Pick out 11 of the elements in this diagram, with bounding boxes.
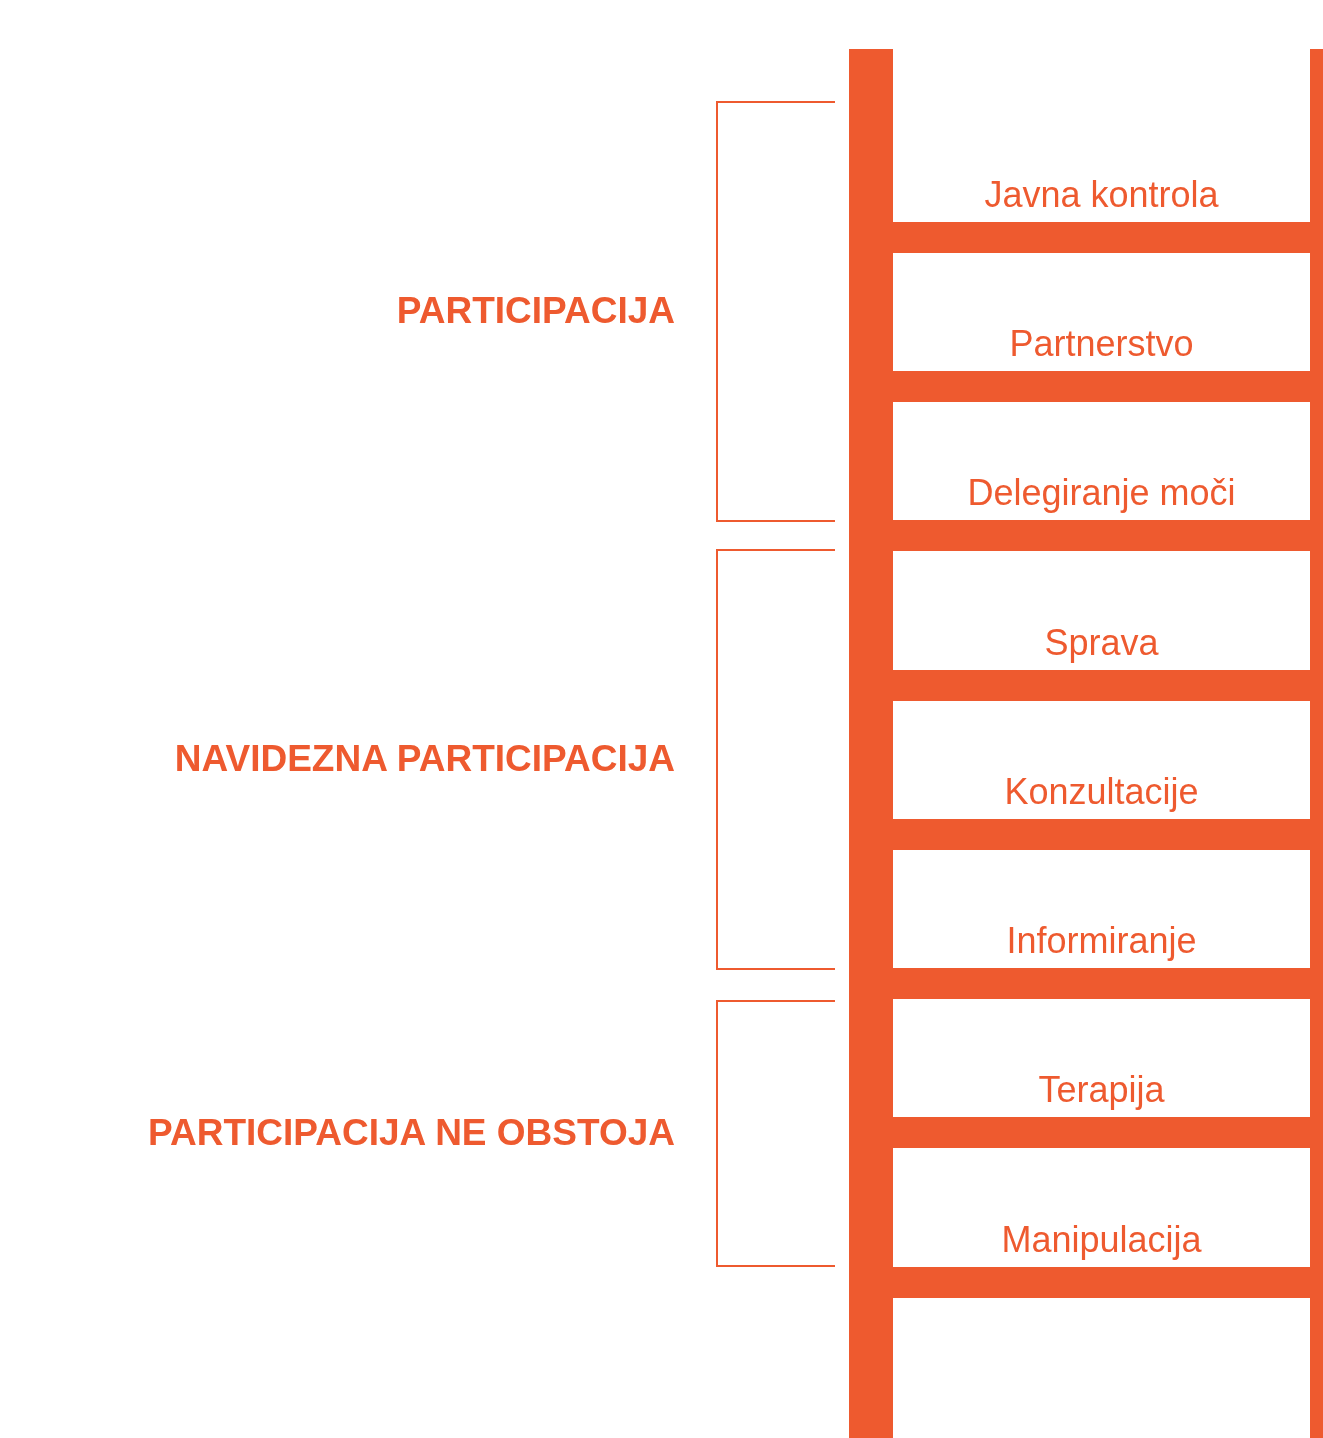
rung-label: Terapija xyxy=(1037,1069,1166,1111)
rung-label: Informiranje xyxy=(1005,920,1198,962)
group-heading: PARTICIPACIJA NE OBSTOJA xyxy=(148,1111,675,1155)
group-heading: PARTICIPACIJA xyxy=(396,289,675,333)
rung-label: Delegiranje moči xyxy=(966,472,1237,514)
rung-label: Sprava xyxy=(1043,622,1160,664)
rung-label: Partnerstvo xyxy=(1008,323,1195,365)
rung-label: Manipulacija xyxy=(1000,1219,1203,1261)
group-heading: NAVIDEZNA PARTICIPACIJA xyxy=(174,737,675,781)
rung-label: Konzultacije xyxy=(1003,771,1200,813)
rung-label: Javna kontrola xyxy=(983,174,1220,216)
